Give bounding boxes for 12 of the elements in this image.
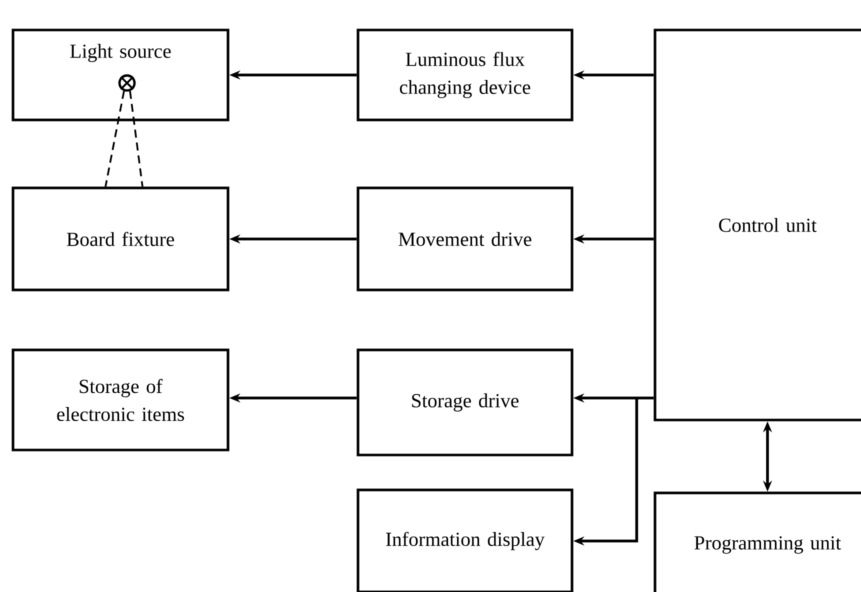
block-box: Light source: [12, 28, 230, 122]
lamp-symbol: [118, 74, 136, 92]
block-box: Movement drive: [356, 186, 574, 292]
block-box: Storage of electronic items: [12, 348, 230, 452]
block-box: Control unit: [654, 28, 861, 422]
block-box: Information display: [356, 488, 574, 592]
block-box: Programming unit: [654, 492, 861, 592]
block-box: Storage drive: [356, 348, 574, 456]
block-box: Board fixture: [12, 186, 230, 292]
light-beam-line: [104, 90, 125, 187]
light-beam-line: [129, 90, 144, 187]
block-box: Luminous flux changing device: [356, 28, 574, 122]
